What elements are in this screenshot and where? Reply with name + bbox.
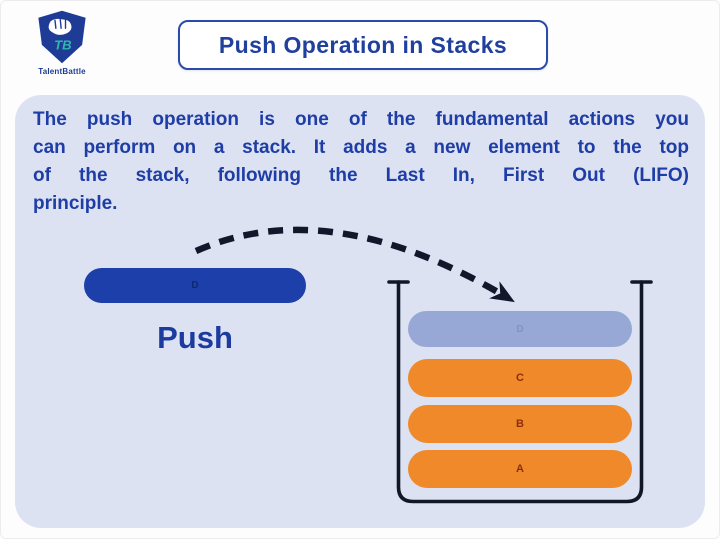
stack-item-label: A [516,463,524,475]
svg-text:TB: TB [54,37,71,52]
stack-item-label: B [516,418,524,430]
brand-name: TalentBattle [38,67,86,76]
brand-logo: TB TalentBattle [24,8,100,76]
push-element-pill: D [84,268,306,303]
push-caption: Push [157,320,233,355]
page-title: Push Operation in Stacks [218,31,508,58]
title-box: Push Operation in Stacks [178,20,548,70]
stack-incoming-label: D [516,323,524,335]
stack-incoming-item: D [408,311,632,347]
push-element-label: D [191,280,199,291]
description-text: The push operation is one of the fundame… [33,106,689,218]
description-line: can perform on a stack. It adds a new el… [33,137,689,158]
description-line: The push operation is one of the fundame… [33,109,689,130]
description-line: of the stack, following the Last In, Fir… [33,165,689,186]
stack-item: B [408,405,632,443]
description-line: principle. [33,193,118,214]
stack-item-label: C [516,372,524,384]
stack-item: A [408,450,632,488]
shield-fist-icon: TB [38,10,86,64]
stack-item: C [408,359,632,397]
